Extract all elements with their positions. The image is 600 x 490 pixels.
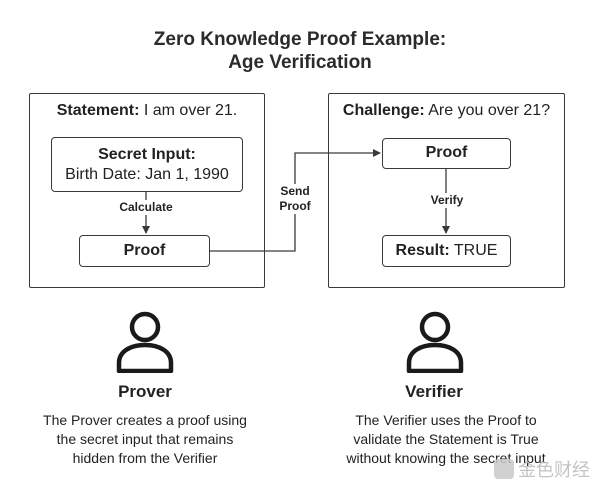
statement-header-label: Statement: (56, 102, 140, 119)
send-proof-label-line2: Proof (279, 199, 311, 213)
verify-label: Verify (424, 193, 470, 208)
secret-input-title: Secret Input: (98, 146, 196, 163)
prover-proof-box: Proof (79, 235, 210, 267)
watermark: 金色财经 (494, 456, 590, 482)
result-value: TRUE (449, 242, 498, 259)
secret-input-box: Secret Input: Birth Date: Jan 1, 1990 (51, 137, 243, 192)
challenge-panel: Challenge: Are you over 21? (328, 93, 565, 288)
prover-name: Prover (118, 382, 172, 401)
prover-desc-line2: the secret input that remains (56, 431, 234, 447)
prover-person-icon (116, 311, 174, 373)
verifier-name: Verifier (405, 382, 463, 401)
result-box: Result: TRUE (382, 235, 511, 267)
watermark-logo-icon (494, 459, 514, 479)
diagram-title-line1: Zero Knowledge Proof Example: (153, 29, 447, 50)
verifier-person-icon (406, 311, 464, 373)
prover-desc-line3: hidden from the Verifier (72, 450, 218, 466)
challenge-header-label: Challenge: (342, 102, 425, 119)
diagram-title-line2: Age Verification (228, 52, 372, 73)
challenge-header-text: Are you over 21? (424, 102, 551, 119)
challenge-header: Challenge: Are you over 21? (329, 102, 564, 120)
watermark-text: 金色财经 (518, 460, 590, 480)
prover-description: The Prover creates a proof using the sec… (20, 411, 270, 468)
verifier-desc-line2: validate the Statement is True (353, 431, 539, 447)
calculate-label: Calculate (113, 200, 179, 215)
verifier-proof-box: Proof (382, 138, 511, 169)
send-proof-label-line1: Send (280, 184, 310, 198)
send-proof-label: Send Proof (273, 184, 317, 214)
prover-desc-line1: The Prover creates a proof using (43, 412, 247, 428)
verifier-desc-line1: The Verifier uses the Proof to (355, 412, 537, 428)
statement-panel: Statement: I am over 21. (29, 93, 265, 288)
secret-input-value: Birth Date: Jan 1, 1990 (65, 166, 229, 183)
statement-header: Statement: I am over 21. (30, 102, 264, 120)
result-label: Result: (395, 242, 450, 259)
statement-header-text: I am over 21. (139, 102, 238, 119)
